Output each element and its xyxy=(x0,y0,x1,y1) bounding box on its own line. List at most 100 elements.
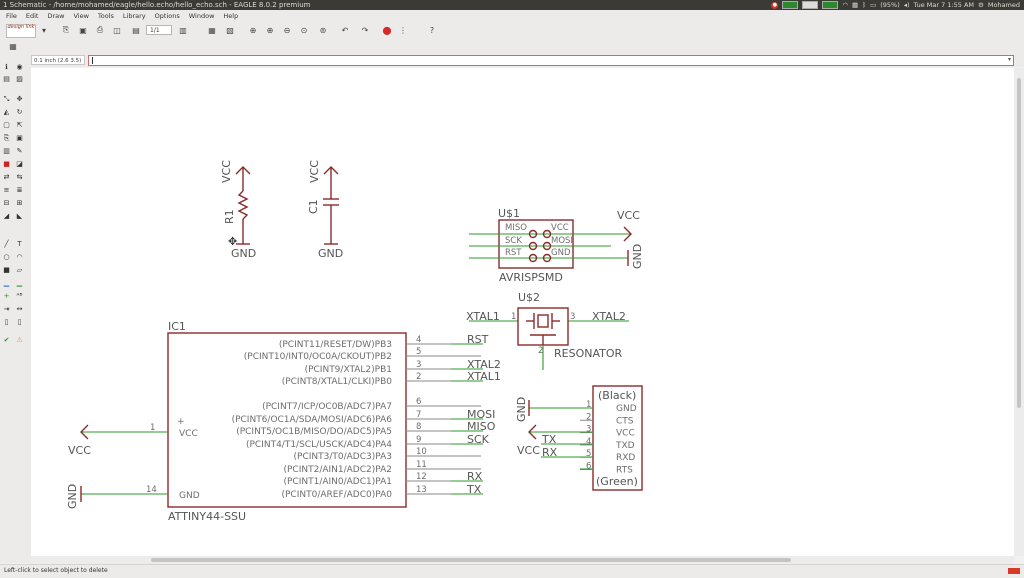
clock[interactable]: Tue Mar 7 1:55 AM xyxy=(913,1,975,9)
zoom-redraw-icon[interactable]: ⊙ xyxy=(300,25,308,35)
replace-icon[interactable]: ◪ xyxy=(16,160,23,168)
arc-icon[interactable]: ◠ xyxy=(16,253,23,261)
menu-draw[interactable]: Draw xyxy=(47,11,65,20)
text-icon[interactable]: T xyxy=(17,240,22,248)
pinswap-icon[interactable]: ⇄ xyxy=(3,173,10,181)
resistor-r1[interactable]: VCC R1 GND ✥ xyxy=(220,160,256,260)
wifi-icon[interactable]: ◠ xyxy=(842,1,849,9)
use-library-icon[interactable]: ▥ xyxy=(179,25,187,35)
go-icon[interactable]: ⋮ xyxy=(399,25,407,35)
command-input[interactable]: ▾ xyxy=(88,55,1014,66)
zoom-area-icon[interactable]: ⊚ xyxy=(319,25,327,35)
polygon-icon[interactable]: ▱ xyxy=(16,266,23,274)
redo-icon[interactable]: ↷ xyxy=(361,25,369,35)
ic1-pin-number: 12 xyxy=(416,472,427,482)
port-icon[interactable]: ▯ xyxy=(17,318,22,326)
bus-icon[interactable]: ▁ xyxy=(3,279,10,287)
rect-icon[interactable]: ■ xyxy=(3,266,10,274)
miter-icon[interactable]: ⊞ xyxy=(16,199,23,207)
vertical-scrollbar[interactable] xyxy=(1014,68,1024,556)
delete-icon[interactable]: ▥ xyxy=(3,147,10,155)
menu-window[interactable]: Window xyxy=(188,11,215,20)
zoom-out-icon[interactable]: ⊖ xyxy=(283,25,291,35)
chevron-down-icon[interactable]: ▾ xyxy=(1007,56,1011,63)
attribute-icon[interactable]: ⇥ xyxy=(3,305,10,313)
circle-icon[interactable]: ○ xyxy=(3,253,10,261)
sheet-icon[interactable]: ▤ xyxy=(132,25,140,35)
print-icon[interactable]: ⎙ xyxy=(96,25,104,34)
ic1-attiny44[interactable]: IC1 ATTINY44-SSU + VCC GND 1 VCC 14 GND … xyxy=(66,320,501,523)
gateswap-icon[interactable]: ⇆ xyxy=(16,173,23,181)
wrench-icon[interactable]: ✎ xyxy=(16,147,23,155)
menu-help[interactable]: Help xyxy=(223,11,239,20)
grid-icon[interactable]: ▦ xyxy=(9,41,17,51)
u1-pin-label: VCC xyxy=(551,223,569,233)
keyboard-icon[interactable]: ▦ xyxy=(852,1,859,9)
horizontal-scrollbar[interactable] xyxy=(31,556,1014,564)
move-icon[interactable]: ⤡ xyxy=(3,95,10,103)
ic1-pin-number: 7 xyxy=(416,410,421,420)
u1-pin-label: MOSI xyxy=(551,236,573,246)
save-icon[interactable]: ▣ xyxy=(79,25,87,35)
volume-icon[interactable]: ◂) xyxy=(903,1,910,9)
zoom-fit-icon[interactable]: ⊕ xyxy=(249,25,257,35)
label-icon[interactable]: ᴬᴮ xyxy=(16,292,23,300)
display-icon[interactable]: ▤ xyxy=(3,75,10,83)
mark-icon[interactable]: ▨ xyxy=(16,75,23,83)
ic1-pin-function: (PCINT5/OC1B/MISO/DO/ADC5)PA5 xyxy=(236,427,392,437)
name-icon[interactable]: ≡ xyxy=(3,186,10,194)
scroll-thumb[interactable] xyxy=(151,558,791,562)
mirror-icon[interactable]: ◭ xyxy=(3,108,10,116)
info-icon[interactable]: ℹ xyxy=(5,63,8,71)
paste-icon[interactable]: ▣ xyxy=(16,134,23,142)
menu-options[interactable]: Options xyxy=(154,11,180,20)
stop-icon[interactable]: ⬤ xyxy=(382,25,392,35)
resonator-u2[interactable]: U$2 XTAL1 XTAL2 1 3 2 RESONATOR xyxy=(466,291,629,370)
battery-icon[interactable]: ▭ xyxy=(870,1,877,9)
capacitor-c1[interactable]: VCC C1 GND xyxy=(307,160,343,260)
menu-library[interactable]: Library xyxy=(122,11,146,20)
avrisp-header-u1[interactable]: U$1 MISO SCK RST VCC MOSI GND AVRISPSMD … xyxy=(469,207,644,284)
frame-icon[interactable]: ▯ xyxy=(4,318,9,326)
change-icon[interactable]: ⇱ xyxy=(16,121,23,129)
add-icon[interactable]: ■ xyxy=(3,160,10,168)
move-arrows-icon[interactable]: ✥ xyxy=(16,95,23,103)
smash-icon[interactable]: ⊟ xyxy=(3,199,10,207)
record-icon[interactable]: ● xyxy=(771,1,779,9)
invoke-icon[interactable]: ◣ xyxy=(16,212,23,220)
help-icon[interactable]: ? xyxy=(429,25,435,35)
schematic-canvas[interactable]: .sym { stroke:#8b2a2a; fill:none; stroke… xyxy=(31,68,1014,556)
sheet-selector[interactable]: 1/1 xyxy=(146,25,172,35)
menu-tools[interactable]: Tools xyxy=(97,11,114,20)
user-name[interactable]: Mohamed xyxy=(987,1,1020,9)
design-link-logo[interactable]: design link xyxy=(6,24,36,38)
undo-icon[interactable]: ↶ xyxy=(341,25,349,35)
copy-icon[interactable]: ⎘ xyxy=(3,134,10,142)
menu-file[interactable]: File xyxy=(6,11,17,20)
junction-icon[interactable]: + xyxy=(3,292,10,300)
group-icon[interactable]: ▢ xyxy=(3,121,10,129)
wire-icon[interactable]: ╱ xyxy=(4,240,9,248)
rotate-icon[interactable]: ↻ xyxy=(16,108,23,116)
cam-icon[interactable]: ◫ xyxy=(113,25,121,35)
menu-view[interactable]: View xyxy=(73,11,89,20)
stop-indicator-icon[interactable] xyxy=(1008,568,1020,574)
zoom-in-icon[interactable]: ⊕ xyxy=(266,25,274,35)
value-icon[interactable]: ≣ xyxy=(16,186,23,194)
board-icon[interactable]: ▦ xyxy=(208,25,216,35)
menu-edit[interactable]: Edit xyxy=(25,11,39,20)
dimension-icon[interactable]: ↔ xyxy=(16,305,23,313)
open-icon[interactable]: ⎘ xyxy=(62,25,70,34)
erc-check-icon[interactable]: ✔ xyxy=(3,336,10,344)
script-icon[interactable]: ▧ xyxy=(226,25,234,35)
dropdown-arrow-icon[interactable]: ▾ xyxy=(41,25,46,35)
user-icon[interactable]: ⚙ xyxy=(978,1,984,9)
scroll-thumb[interactable] xyxy=(1017,78,1021,408)
show-icon[interactable]: ◉ xyxy=(16,63,23,71)
split-icon[interactable]: ◢ xyxy=(3,212,10,220)
bluetooth-icon[interactable]: ᛒ xyxy=(862,1,867,9)
ic1-pin-number: 6 xyxy=(416,397,421,407)
net-icon[interactable]: ▁ xyxy=(16,279,23,287)
errors-warning-icon[interactable]: ⚠ xyxy=(16,336,23,344)
